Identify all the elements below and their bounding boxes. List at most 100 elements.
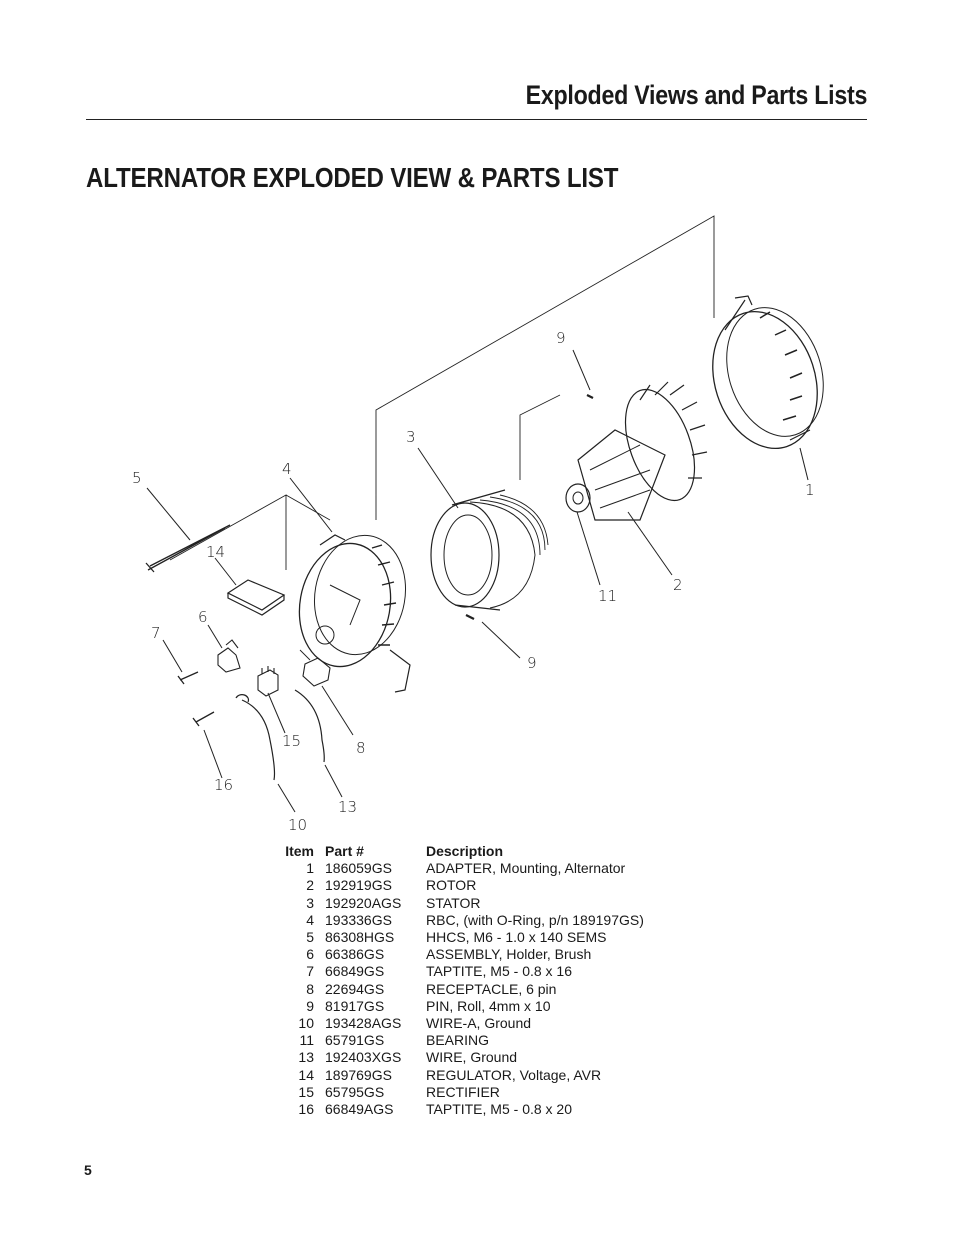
item-number: 14 xyxy=(298,1066,314,1083)
part-description: STATOR xyxy=(426,894,481,911)
table-row: 6 66386GS ASSEMBLY, Holder, Brush xyxy=(284,946,666,963)
callout-6: 6 xyxy=(198,608,208,626)
part-rbc-housing xyxy=(298,534,411,693)
part-description: TAPTITE, M5 - 0.8 x 20 xyxy=(426,1101,573,1118)
table-row: 13 192403XGS WIRE, Ground xyxy=(284,1049,666,1066)
part-number: 186059GS xyxy=(325,860,392,877)
table-row: 9 81917GS PIN, Roll, 4mm x 10 xyxy=(284,998,666,1015)
part-stator xyxy=(430,489,549,611)
part-description: WIRE-A, Ground xyxy=(426,1015,532,1032)
part-regulator xyxy=(226,579,286,616)
part-description: RECTIFIER xyxy=(426,1083,500,1100)
item-number: 6 xyxy=(306,946,314,963)
part-description: ASSEMBLY, Holder, Brush xyxy=(426,946,592,963)
page-header-title: Exploded Views and Parts Lists xyxy=(525,80,867,110)
callout-9-bottom: 9 xyxy=(527,654,537,672)
section-title: ALTERNATOR EXPLODED VIEW & PARTS LIST xyxy=(86,162,619,193)
table-row: 7 66849GS TAPTITE, M5 - 0.8 x 16 xyxy=(284,963,666,980)
callout-10: 10 xyxy=(288,816,307,834)
callout-9-top: 9 xyxy=(556,329,566,347)
table-row: 3 192920AGS STATOR xyxy=(284,895,666,912)
table-row: 11 65791GS BEARING xyxy=(284,1032,666,1049)
item-number: 1 xyxy=(306,860,314,877)
part-taptite-screw xyxy=(177,671,199,685)
part-roll-pin-bottom xyxy=(465,614,475,620)
parts-table-header: Item Part # Description xyxy=(284,843,666,860)
page-number: 5 xyxy=(84,1162,92,1178)
part-brush-holder xyxy=(217,639,241,673)
item-number: 13 xyxy=(298,1049,314,1066)
part-description: BEARING xyxy=(426,1032,490,1049)
part-number: 65791GS xyxy=(325,1032,385,1049)
item-number: 9 xyxy=(306,997,314,1014)
part-description: RECEPTACLE, 6 pin xyxy=(426,980,557,997)
part-hhcs-bolt xyxy=(145,524,231,573)
part-ground-wire-a xyxy=(235,694,276,781)
part-ground-wire xyxy=(294,689,325,763)
parts-list-table: Item Part # Description 1 186059GS ADAPTER… xyxy=(284,843,666,1118)
callout-16: 16 xyxy=(214,776,233,794)
table-row: 5 86308HGS HHCS, M6 - 1.0 x 140 SEMS xyxy=(284,929,666,946)
item-number: 8 xyxy=(306,980,314,997)
part-rectifier xyxy=(257,666,279,697)
table-row: 16 66849AGS TAPTITE, M5 - 0.8 x 20 xyxy=(284,1101,666,1118)
callout-labels: 1 2 3 4 5 6 7 8 9 9 10 11 13 14 15 16 xyxy=(132,329,815,834)
item-number: 5 xyxy=(306,929,314,946)
part-number: 192920AGS xyxy=(325,894,402,911)
part-description: ROTOR xyxy=(426,877,477,894)
part-description: ADAPTER, Mounting, Alternator xyxy=(426,860,626,877)
part-description: WIRE, Ground xyxy=(426,1049,518,1066)
part-number: 66849AGS xyxy=(325,1101,394,1118)
item-number: 11 xyxy=(299,1032,314,1049)
part-number: 81917GS xyxy=(325,997,385,1014)
item-number: 3 xyxy=(306,894,314,911)
table-row: 15 65795GS RECTIFIER xyxy=(284,1084,666,1101)
table-row: 1 186059GS ADAPTER, Mounting, Alternator xyxy=(284,860,666,877)
callout-1: 1 xyxy=(805,481,815,499)
part-taptite-screw-2 xyxy=(192,711,215,727)
table-row: 2 192919GS ROTOR xyxy=(284,877,666,894)
table-row: 14 189769GS REGULATOR, Voltage, AVR xyxy=(284,1067,666,1084)
callout-8: 8 xyxy=(356,739,366,757)
callout-leaders xyxy=(146,349,809,813)
part-number: 192919GS xyxy=(325,877,392,894)
callout-7: 7 xyxy=(151,624,161,642)
callout-11: 11 xyxy=(598,587,617,605)
part-number: 193336GS xyxy=(325,911,392,928)
part-number: 66386GS xyxy=(325,946,385,963)
part-description: TAPTITE, M5 - 0.8 x 16 xyxy=(426,963,573,980)
callout-15: 15 xyxy=(282,732,301,750)
item-number: 15 xyxy=(298,1083,314,1100)
part-adapter xyxy=(712,295,824,449)
item-number: 16 xyxy=(298,1101,314,1118)
callout-14: 14 xyxy=(206,543,225,561)
item-number: 4 xyxy=(306,911,314,928)
part-description: RBC, (with O-Ring, p/n 189197GS) xyxy=(426,911,644,928)
part-number: 65795GS xyxy=(325,1083,385,1100)
part-number: 22694GS xyxy=(325,980,385,997)
callout-3: 3 xyxy=(406,428,416,446)
part-receptacle xyxy=(302,657,331,687)
part-number: 192403XGS xyxy=(325,1049,402,1066)
part-number: 189769GS xyxy=(325,1066,392,1083)
header-part-number: Part # xyxy=(325,843,364,859)
alignment-centerline xyxy=(169,215,715,661)
header-divider xyxy=(86,119,867,120)
part-number: 193428AGS xyxy=(325,1015,402,1032)
callout-13: 13 xyxy=(338,798,357,816)
part-rotor xyxy=(565,381,708,521)
table-row: 4 193336GS RBC, (with O-Ring, p/n 189197GS… xyxy=(284,912,666,929)
callout-4: 4 xyxy=(282,460,292,478)
header-description: Description xyxy=(426,843,504,859)
table-row: 8 22694GS RECEPTACLE, 6 pin xyxy=(284,981,666,998)
part-description: REGULATOR, Voltage, AVR xyxy=(426,1066,602,1083)
item-number: 2 xyxy=(306,877,314,894)
part-number: 86308HGS xyxy=(325,929,395,946)
item-number: 7 xyxy=(306,963,314,980)
part-description: HHCS, M6 - 1.0 x 140 SEMS xyxy=(426,929,607,946)
callout-5: 5 xyxy=(132,469,142,487)
part-number: 66849GS xyxy=(325,963,385,980)
part-description: PIN, Roll, 4mm x 10 xyxy=(426,997,551,1014)
header-item: Item xyxy=(285,843,314,859)
